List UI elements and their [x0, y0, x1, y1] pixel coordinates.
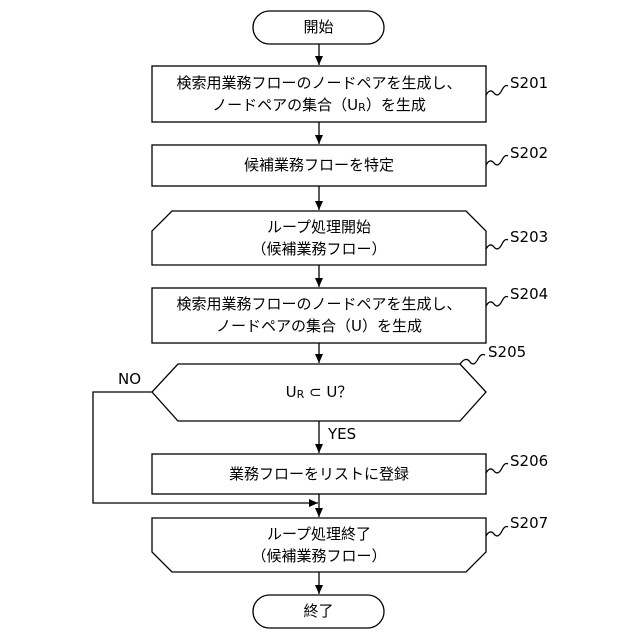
leader-s203: [486, 240, 508, 250]
s205-condition: UR ⊂ U？: [152, 381, 486, 405]
s203-line1: ループ処理開始: [152, 216, 486, 238]
s203-text: ループ処理開始 （候補業務フロー）: [152, 216, 486, 260]
end-label: 終了: [253, 600, 384, 622]
leader-s207: [486, 527, 508, 537]
s204-line2: ノードペアの集合（U）を生成: [152, 315, 486, 337]
step-id-s202: S202: [510, 144, 548, 162]
step-id-s204: S204: [510, 285, 548, 303]
step-id-s207: S207: [510, 514, 548, 532]
start-label: 開始: [253, 16, 384, 38]
s203-line2: （候補業務フロー）: [152, 238, 486, 260]
step-id-s203: S203: [510, 228, 548, 246]
step-id-s205: S205: [488, 343, 526, 361]
s205-condition-text: UR ⊂ U？: [152, 381, 486, 405]
s206-line1: 業務フローをリストに登録: [152, 463, 486, 485]
leader-s205: [460, 355, 485, 365]
leader-s204: [486, 297, 508, 307]
s201-line1: 検索用業務フローのノードペアを生成し、: [152, 72, 486, 94]
s204-line1: 検索用業務フローのノードペアを生成し、: [152, 293, 486, 315]
branch-label-yes: YES: [328, 425, 356, 443]
s202-text: 候補業務フローを特定: [152, 154, 486, 176]
s207-line2: （候補業務フロー）: [152, 545, 486, 567]
s207-text: ループ処理終了 （候補業務フロー）: [152, 523, 486, 567]
s202-line1: 候補業務フローを特定: [152, 154, 486, 176]
step-id-s201: S201: [510, 74, 548, 92]
leader-s202: [486, 156, 508, 166]
step-id-s206: S206: [510, 452, 548, 470]
s201-text: 検索用業務フローのノードペアを生成し、 ノードペアの集合（UR）を生成: [152, 72, 486, 118]
branch-label-no: NO: [118, 370, 141, 388]
s207-line1: ループ処理終了: [152, 523, 486, 545]
leader-s201: [486, 86, 508, 96]
s206-text: 業務フローをリストに登録: [152, 463, 486, 485]
s201-line2: ノードペアの集合（UR）を生成: [152, 94, 486, 118]
leader-s206: [486, 464, 508, 474]
s204-text: 検索用業務フローのノードペアを生成し、 ノードペアの集合（U）を生成: [152, 293, 486, 337]
